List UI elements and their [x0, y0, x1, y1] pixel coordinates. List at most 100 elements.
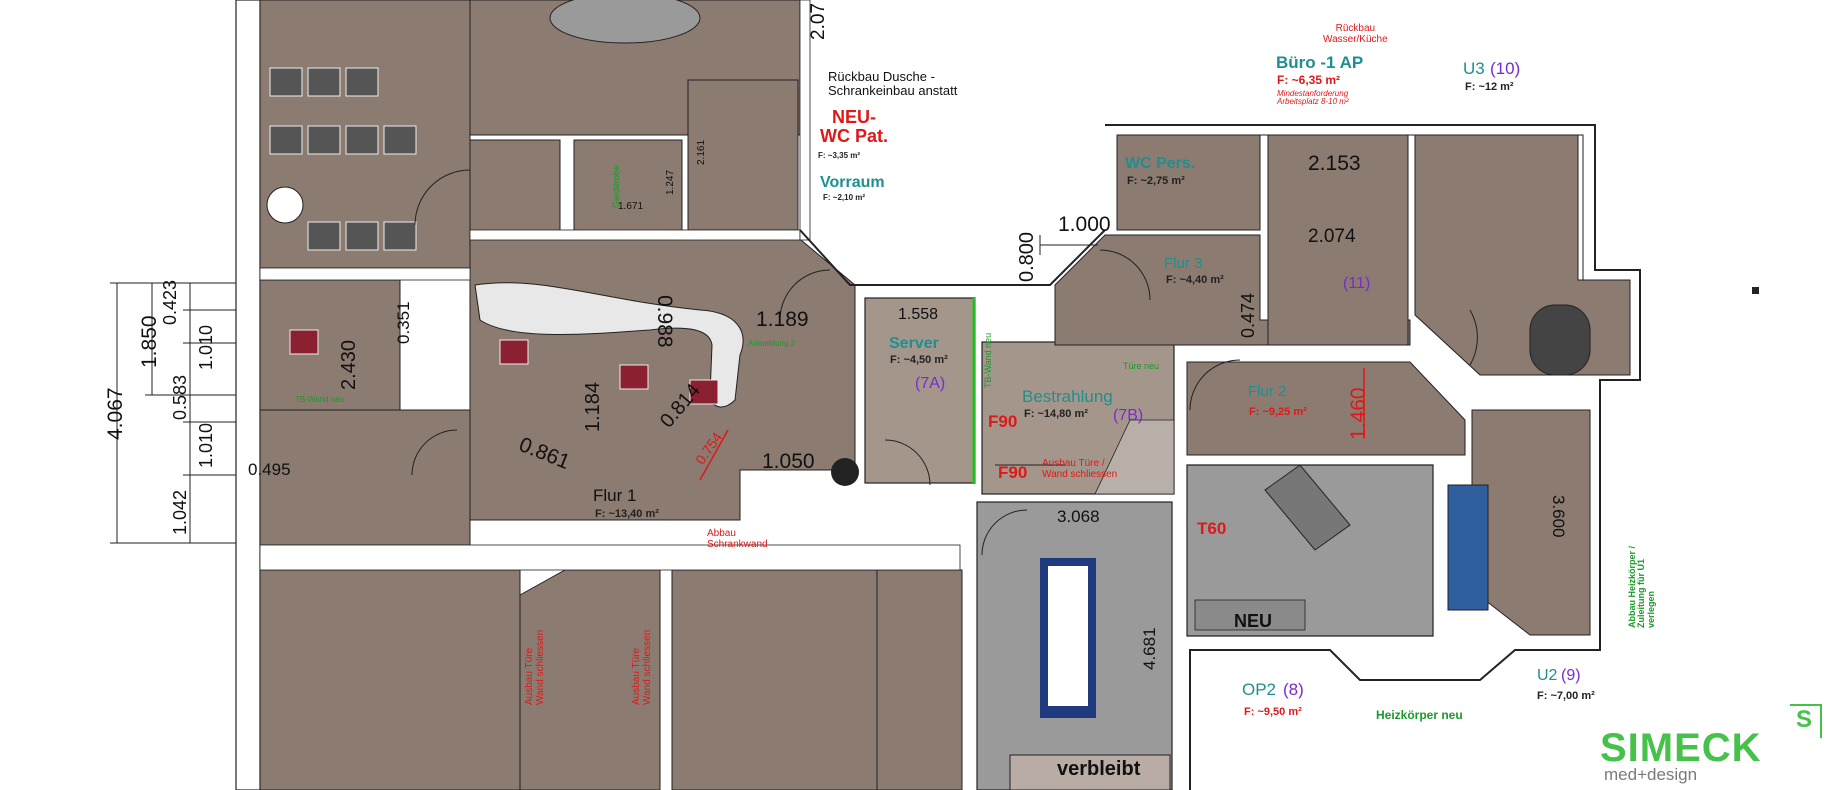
dim-1184: 1.184 — [582, 381, 604, 432]
treatment-table-top — [1048, 566, 1088, 706]
room-bottom-1 — [259, 569, 521, 790]
dim-4067: 4.067 — [104, 387, 127, 440]
dim-0474: 0.474 — [1238, 292, 1258, 338]
area-server: F: ~4,50 m² — [890, 354, 948, 366]
wall-band — [259, 267, 471, 281]
note-t60: T60 — [1197, 519, 1227, 538]
area-bestrahlung: F: ~14,80 m² — [1024, 408, 1088, 420]
dim-1558: 1.558 — [898, 306, 939, 323]
room-num-u2: (9) — [1561, 667, 1581, 684]
note-tuere-neu: Türe neu — [1123, 361, 1160, 371]
marker — [1752, 287, 1759, 294]
area-flur3: F: ~4,40 m² — [1166, 274, 1224, 286]
room-u3 — [1414, 134, 1631, 376]
room-wc-pers — [1116, 134, 1261, 231]
note-ausbau-tuere-left: Ausbau Türe Wand schliessen — [524, 629, 546, 705]
room-flur1 — [469, 234, 856, 521]
dim-4681: 4.681 — [1140, 627, 1159, 670]
room-garderobe — [469, 139, 561, 236]
logo-mark-letter: S — [1796, 706, 1813, 733]
room-name-flur3: Flur 3 — [1164, 255, 1203, 272]
room-bottom-3 — [671, 569, 878, 790]
door-arcs — [411, 169, 1478, 556]
office-chair — [831, 458, 859, 486]
dim-2161: 2.161 — [696, 139, 707, 165]
corridor-wall — [799, 229, 1106, 286]
dim-2430: 2.430 — [338, 339, 360, 390]
round-table — [266, 186, 304, 224]
dim-1247: 1.247 — [665, 169, 676, 195]
dim-207: 2.07 — [808, 3, 829, 40]
dim-1460: 1.460 — [1347, 387, 1370, 440]
room-name-server: Server — [889, 335, 939, 352]
room-verbleibt — [1009, 754, 1171, 790]
dim-0495: 0.495 — [248, 460, 291, 479]
room-name-bestrahlung: Bestrahlung — [1022, 387, 1113, 406]
label-anmeldung: Anmeldung 2 — [748, 339, 796, 348]
outer-wall-right-inner — [1117, 134, 1584, 280]
note-ausbau-tuere-left2: Ausbau Türe Wand schliessen — [631, 629, 653, 705]
room-num-u3: (10) — [1490, 59, 1521, 78]
dim-1010b: 1.010 — [196, 422, 216, 468]
room-name-flur2: Flur 2 — [1248, 383, 1287, 400]
wall-band — [799, 0, 811, 241]
red-chair — [289, 329, 319, 355]
area-buero: F: ~6,35 m² — [1277, 73, 1341, 87]
red-chair — [499, 339, 529, 365]
room-name-wc-pat: NEU- WC Pat. — [820, 107, 889, 146]
outer-wall-right — [1105, 124, 1641, 790]
dim-0423: 0.423 — [160, 279, 180, 325]
dimension-lines — [110, 235, 1098, 544]
room-bottom-2 — [519, 569, 661, 790]
area-wc-pers: F: ~2,75 m² — [1127, 175, 1185, 187]
u2-cabinet — [1447, 484, 1489, 611]
dim-2153: 2.153 — [1308, 152, 1361, 175]
room-name-wc-pers: WC Pers. — [1125, 155, 1196, 172]
area-u3: F: ~12 m² — [1465, 81, 1514, 93]
logo-wordmark: SIMECK — [1600, 726, 1762, 770]
dim-1050: 1.050 — [762, 450, 815, 473]
note-rueckbau-wasser: Rückbau Wasser/Küche — [1323, 23, 1388, 45]
area-u2: F: ~7,00 m² — [1537, 690, 1595, 702]
op2-unit — [1194, 599, 1306, 631]
room-num-op2: (8) — [1283, 680, 1304, 699]
waiting-chairs — [269, 67, 417, 251]
dim-3068: 3.068 — [1057, 507, 1100, 526]
note-f90-a: F90 — [988, 412, 1018, 431]
label-tb-wand-left: TB-Wand neu — [295, 395, 345, 404]
note-mindestanforderung: Mindestanforderung Arbeitsplatz 8-10 m² — [1277, 89, 1349, 107]
room-op2 — [1186, 464, 1434, 637]
area-op2: F: ~9,50 m² — [1244, 706, 1302, 718]
outer-wall-left — [235, 0, 261, 790]
wall-band — [469, 229, 801, 241]
note-abbau-schrankwand: Abbau Schrankwand — [707, 528, 768, 550]
dim-1671: 1.671 — [618, 201, 644, 212]
logo-tagline: med+design — [1604, 765, 1698, 784]
dim-0988: 0.988 — [653, 295, 676, 348]
op2-couch — [1264, 464, 1351, 551]
dim-3600: 3.600 — [1549, 495, 1568, 538]
room-left-mid — [259, 279, 401, 411]
dim-1000: 1.000 — [1058, 213, 1111, 236]
note-ausbau-tuere: Ausbau Türe / Wand schliessen — [1042, 458, 1118, 480]
area-flur1: F: ~13,40 m² — [595, 508, 659, 520]
area-wc-pat: F: ~3,35 m² — [818, 151, 861, 160]
note-f90-b: F90 — [998, 463, 1028, 482]
room-num-7a: (7A) — [915, 375, 946, 392]
room-u2 — [1471, 409, 1591, 636]
room-name-u2: U2 — [1537, 667, 1558, 684]
room-num-7b: (7B) — [1113, 407, 1144, 424]
room-name-u3: U3 — [1463, 59, 1485, 78]
room-name-op2: OP2 — [1242, 680, 1277, 699]
dim-1850: 1.850 — [138, 315, 161, 368]
dim-1189: 1.189 — [756, 308, 809, 331]
label-tb-wand-neu: TB-Wand neu — [983, 332, 993, 388]
note-heizkoerper-neu: Heizkörper neu — [1376, 708, 1463, 722]
note-abbau-heizkoerper: Abbau Heizkörper / Zuleitung für U1 verl… — [1627, 545, 1656, 628]
conference-table — [549, 0, 701, 44]
area-flur2: F: ~9,25 m² — [1249, 406, 1307, 418]
room-flur2 — [1186, 361, 1466, 456]
area-vorraum: F: ~2,10 m² — [823, 193, 866, 202]
red-chair — [619, 364, 649, 390]
